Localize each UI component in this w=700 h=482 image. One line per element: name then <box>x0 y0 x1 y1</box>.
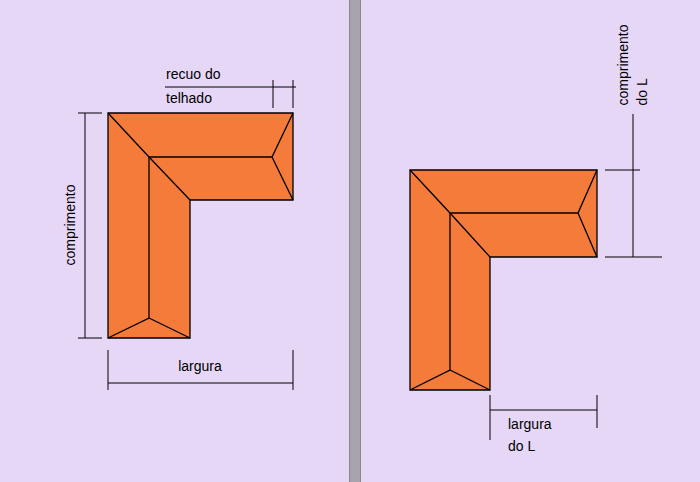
dimension-label: largura do L <box>508 413 568 457</box>
divider-edge <box>349 0 350 482</box>
l-roof <box>410 170 597 390</box>
dimension-label: comprimento do L <box>613 11 651 106</box>
dimension-label: recuo do telhado <box>166 62 236 110</box>
left-panel <box>0 0 349 482</box>
dimension-label: largura <box>155 357 245 375</box>
dimension-lines <box>78 80 296 390</box>
dimension-lines <box>490 114 662 440</box>
right-panel <box>361 0 700 482</box>
divider <box>349 0 361 482</box>
dimension-label: comprimento <box>61 170 79 280</box>
divider-edge <box>360 0 361 482</box>
l-roof <box>108 113 293 338</box>
